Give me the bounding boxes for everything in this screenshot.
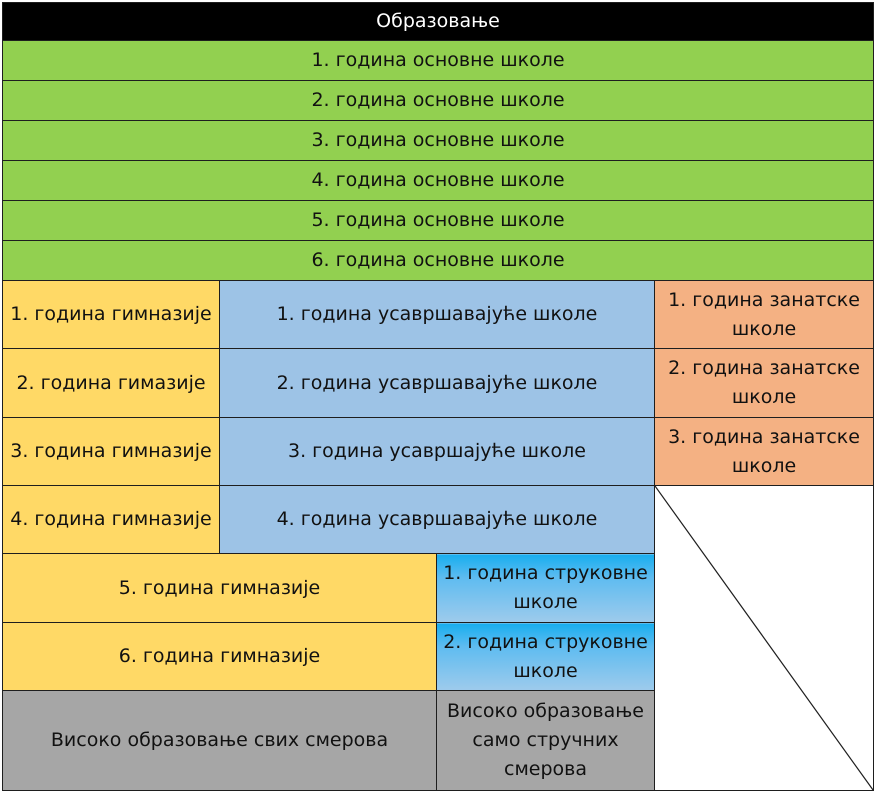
- vocational-year-1: 1. година струковне школе: [436, 553, 655, 623]
- primary-year-5: 5. година основне школе: [1, 200, 875, 241]
- advanced-year-4: 4. година усавршавајуће школе: [219, 485, 655, 554]
- gymnasium-year-3: 3. година гимназије: [2, 417, 220, 486]
- advanced-year-1: 1. година усавршавајуће школе: [219, 280, 655, 349]
- header-title: Образовање: [1, 2, 875, 41]
- gymnasium-year-2: 2. година гимазије: [2, 348, 220, 418]
- craft-year-1: 1. година занатске школе: [653, 280, 875, 349]
- primary-year-2: 2. година основне школе: [1, 80, 875, 121]
- craft-year-3: 3. година занатске школе: [653, 417, 875, 486]
- diagonal-line: [655, 486, 873, 790]
- gymnasium-year-6: 6. година гимназије: [2, 622, 437, 691]
- vocational-year-2: 2. година струковне школе: [436, 622, 655, 691]
- gymnasium-year-4: 4. година гимназије: [2, 485, 220, 554]
- advanced-year-3: 3. година усавршајуће школе: [219, 417, 655, 486]
- craft-year-2: 2. година занатске школе: [653, 348, 875, 418]
- primary-year-4: 4. година основне школе: [1, 160, 875, 201]
- gymnasium-year-5: 5. година гимназије: [2, 553, 437, 623]
- empty-crossed-cell: [653, 485, 875, 791]
- higher-education-professional: Високо образовање само стручних смерова: [436, 690, 655, 791]
- higher-education-all: Високо образовање свих смерова: [2, 690, 437, 791]
- primary-year-1: 1. година основне школе: [1, 40, 875, 81]
- primary-year-6: 6. година основне школе: [1, 240, 875, 281]
- advanced-year-2: 2. година усавршавајуће школе: [219, 348, 655, 418]
- primary-year-3: 3. година основне школе: [1, 120, 875, 161]
- gymnasium-year-1: 1. година гимназије: [2, 280, 220, 349]
